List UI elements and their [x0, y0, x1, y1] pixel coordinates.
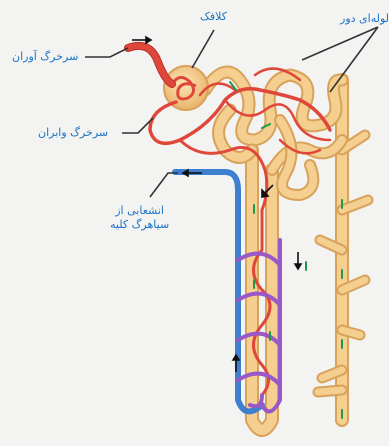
label-renal-vein-line2: سیاهرگ کلیه: [110, 218, 169, 232]
label-renal-vein: انشعابی از سیاهرگ کلیه: [110, 204, 169, 232]
label-renal-vein-line1: انشعابی از: [110, 204, 169, 218]
collecting-duct: [318, 80, 368, 420]
label-glomerulus: کلافک: [200, 10, 227, 24]
pointer-vein: [150, 173, 178, 197]
afferent-artery: [128, 46, 172, 84]
label-tubule: لوله‌ای دور: [340, 12, 389, 26]
label-efferent-artery: سرخرگ وابران: [38, 126, 108, 140]
pointer-afferent: [85, 48, 128, 57]
label-afferent-artery: سرخرگ آوران: [12, 50, 78, 64]
pointer-efferent: [122, 118, 153, 133]
pointer-glomerulus: [192, 30, 214, 68]
